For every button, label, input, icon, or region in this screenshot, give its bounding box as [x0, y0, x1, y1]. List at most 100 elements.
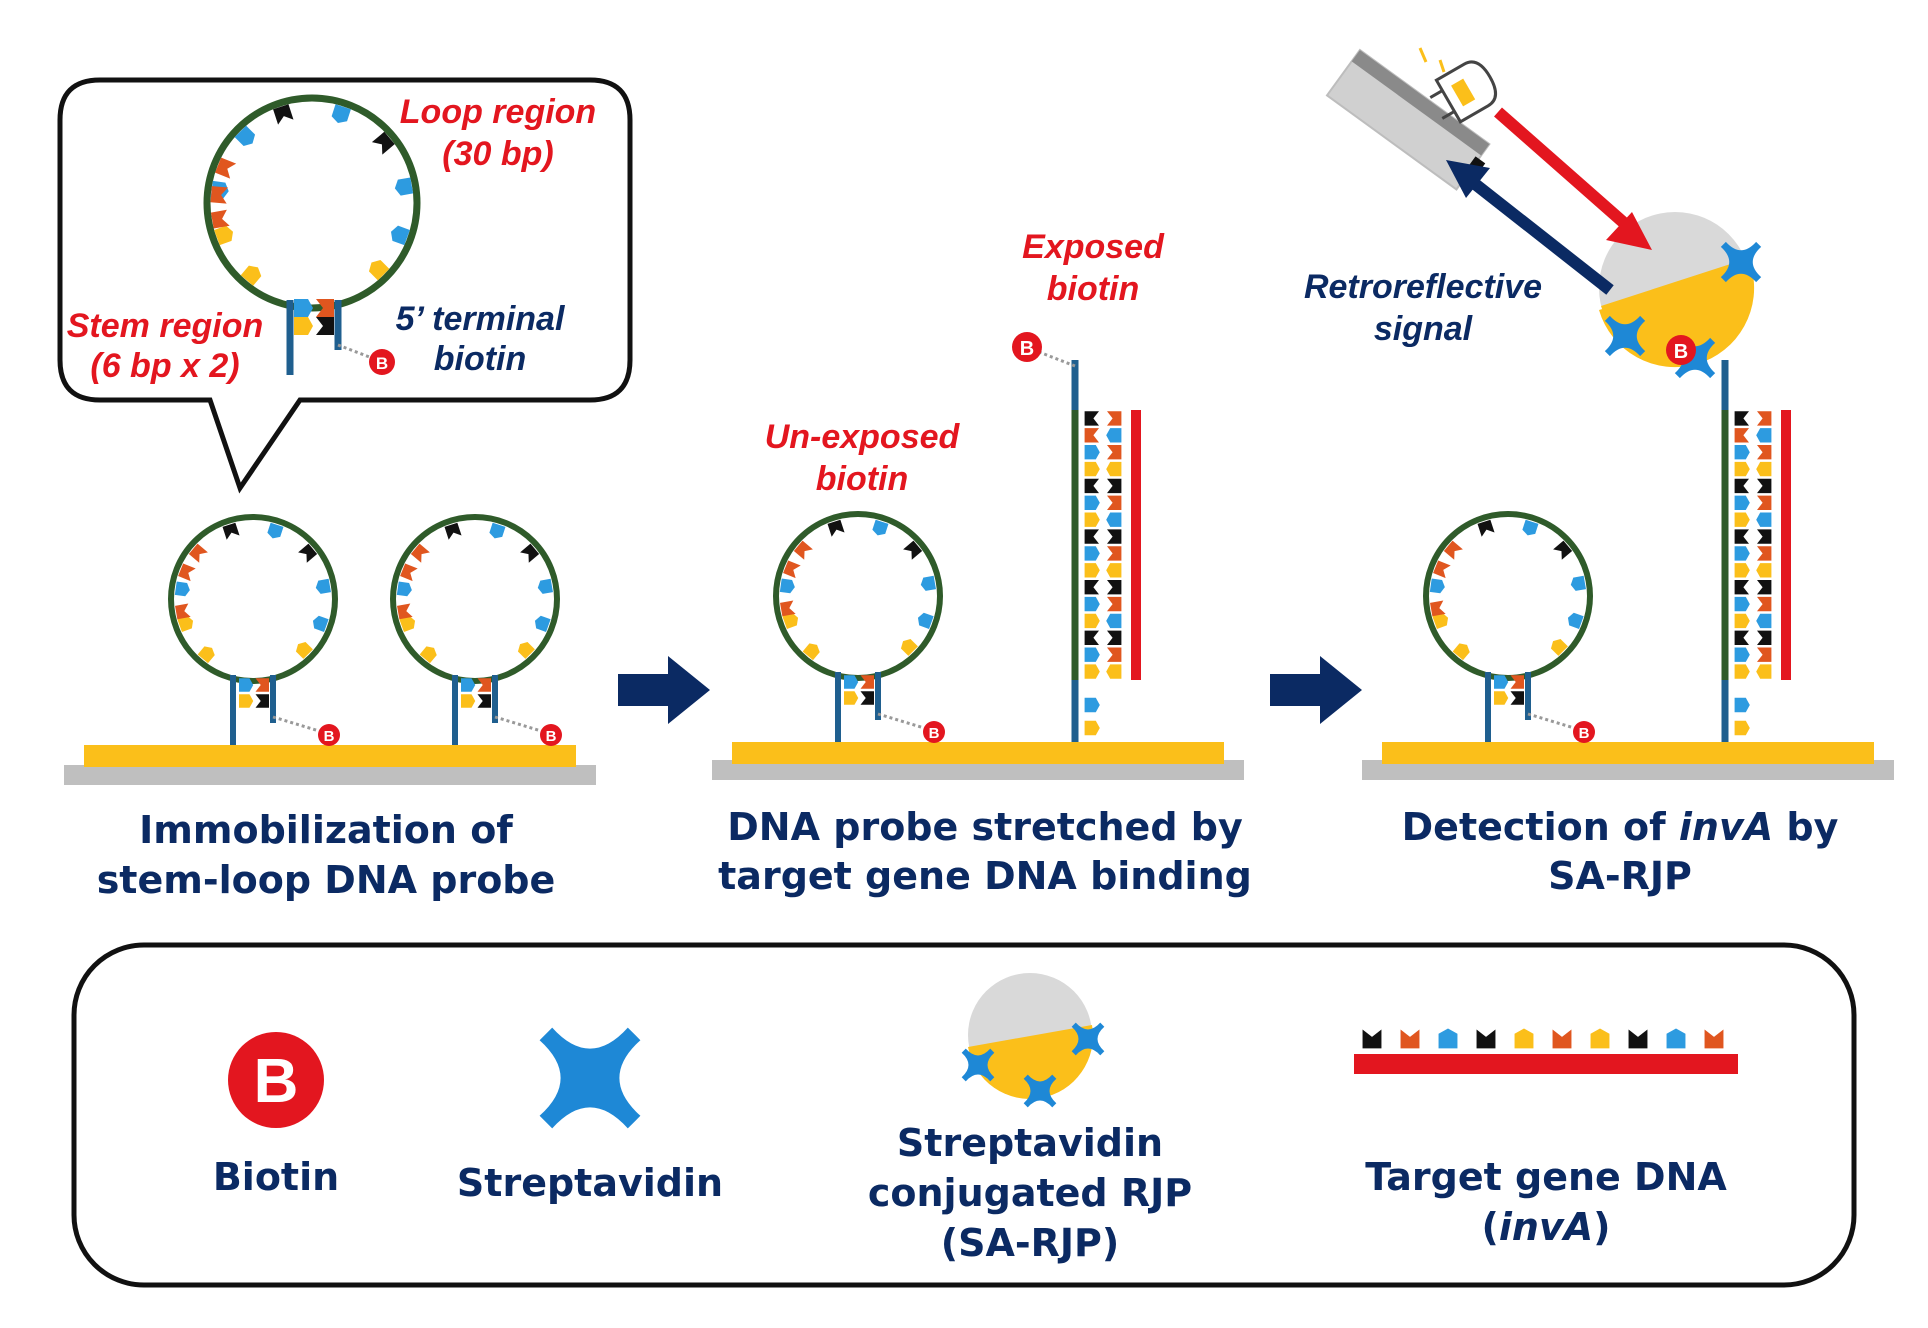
duplex-base	[1106, 664, 1122, 679]
biotin-badge-letter: B	[546, 728, 557, 745]
duplex-base	[1734, 495, 1750, 510]
stem-loop-probe: B	[390, 514, 562, 746]
duplex-base	[1107, 546, 1122, 561]
stem-region-label: Stem region	[67, 307, 263, 345]
duplex-base	[1084, 529, 1099, 544]
duplex-base	[1734, 445, 1750, 460]
paren: )	[1593, 1205, 1610, 1249]
stem-region-size: (6 bp x 2)	[90, 347, 239, 385]
biotin-linker	[272, 715, 320, 733]
substrate-base	[64, 765, 596, 785]
probe-base	[1084, 720, 1100, 736]
incident-light-arrow	[1494, 107, 1636, 235]
duplex-base	[1084, 664, 1100, 679]
loop-base	[779, 578, 796, 594]
legend-rjp-label-3: (SA-RJP)	[941, 1221, 1120, 1265]
biotin-badge	[369, 349, 395, 375]
loop-region-size: (30 bp)	[442, 135, 553, 173]
terminal-biotin-label: 5’ terminal	[396, 300, 566, 338]
duplex-base	[1757, 495, 1772, 510]
biotin-icon-letter: B	[254, 1047, 299, 1116]
duplex-base	[1107, 495, 1122, 510]
unexposed-biotin-label-2: biotin	[816, 460, 909, 498]
sa-rjp-particle: B	[1599, 212, 1762, 379]
duplex-base	[1757, 596, 1772, 612]
unexposed-biotin-label: Un-exposed	[765, 418, 961, 456]
duplex-base	[1734, 478, 1749, 494]
loop-base	[396, 581, 413, 597]
duplex-base	[1756, 664, 1772, 679]
duplex-base	[1756, 428, 1772, 443]
loop-base	[1429, 578, 1446, 594]
target-dna-strand	[1354, 1054, 1738, 1074]
panel-stretched: B B Un-exposed biotin Exposed biotin DNA…	[712, 228, 1252, 898]
stem-base	[1494, 691, 1509, 705]
duplex-base	[1107, 478, 1122, 494]
biotin-badge	[318, 724, 340, 746]
panel3-caption-line2: SA-RJP	[1548, 854, 1692, 898]
stem-base	[1510, 675, 1524, 689]
stem-base	[860, 691, 874, 705]
duplex-base	[1107, 411, 1122, 426]
stem-base	[477, 678, 491, 692]
incident-light-arrow-head	[1606, 212, 1652, 250]
duplex-base	[1084, 546, 1100, 561]
loop-circle	[1423, 511, 1593, 681]
duplex-base	[1084, 563, 1100, 578]
probe-base	[1734, 720, 1750, 736]
duplex-base	[1084, 647, 1100, 662]
stem-base	[255, 694, 269, 708]
stretched-probe-duplex: B	[1012, 332, 1141, 742]
loop-base	[1569, 575, 1586, 592]
retroreflected-arrow	[1466, 175, 1614, 295]
duplex-base	[1734, 563, 1750, 578]
biotin-linker	[337, 343, 373, 360]
duplex-base	[1757, 647, 1772, 662]
duplex-base	[1107, 445, 1122, 460]
duplex-base	[1084, 411, 1099, 426]
duplex-base	[1084, 461, 1100, 477]
loop-base	[780, 600, 796, 617]
duplex-base	[1757, 580, 1772, 595]
biotin-linker	[1527, 712, 1575, 730]
duplex-base	[1734, 461, 1750, 477]
loop-base	[871, 519, 889, 538]
caption-text: Detection of	[1402, 805, 1679, 849]
duplex-base	[1107, 630, 1122, 645]
rjp-gold-half	[1601, 258, 1753, 360]
gene-italic: invA	[1499, 1205, 1593, 1249]
loop-base	[1521, 519, 1539, 538]
legend-streptavidin: Streptavidin	[457, 1027, 723, 1205]
panel1-caption-line1: Immobilization of	[139, 808, 513, 852]
step-arrow-1	[618, 656, 710, 724]
stem-loop-probe: B	[1423, 511, 1595, 743]
duplex-base	[1734, 580, 1749, 595]
substrate-base	[712, 760, 1244, 780]
loop-base	[919, 575, 936, 592]
loop-base	[174, 581, 191, 597]
panel1-caption-line2: stem-loop DNA probe	[97, 858, 556, 902]
panel2-caption-line1: DNA probe stretched by	[727, 805, 1243, 849]
duplex-base	[1084, 428, 1099, 443]
biotin-linker	[1038, 350, 1076, 368]
duplex-base	[1106, 563, 1122, 578]
step-arrow-2	[1270, 656, 1362, 724]
biotin-badge	[923, 721, 945, 743]
substrate-base	[1362, 760, 1894, 780]
duplex-base	[1734, 512, 1750, 527]
exposed-biotin-label-2: biotin	[1047, 270, 1140, 308]
target-dna-strand	[1131, 410, 1141, 680]
stem-loop-callout: B Loop region (30 bp) Stem region (6 bp …	[57, 77, 633, 494]
biotin-linker	[877, 712, 925, 730]
duplex-base	[1757, 529, 1772, 544]
duplex-base	[1106, 428, 1122, 443]
duplex-base	[1757, 546, 1772, 561]
loop-base	[488, 522, 506, 541]
loop-base	[1477, 519, 1495, 537]
gold-film	[732, 742, 1224, 764]
loop-base	[266, 522, 284, 541]
gold-film	[1382, 742, 1874, 764]
probe-base	[1084, 697, 1100, 713]
stem-loop-probe: B	[168, 514, 340, 746]
